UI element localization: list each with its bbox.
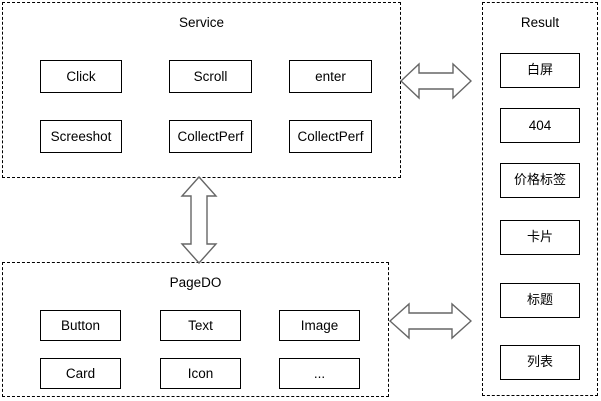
node-result-blank-screen[interactable]: 白屏 bbox=[500, 53, 580, 88]
node-service-scroll[interactable]: Scroll bbox=[169, 60, 252, 93]
node-pagedo-button[interactable]: Button bbox=[40, 310, 121, 341]
node-pagedo-card[interactable]: Card bbox=[40, 358, 121, 389]
arrow-service-result-icon bbox=[400, 60, 472, 102]
node-result-list[interactable]: 列表 bbox=[500, 345, 580, 380]
node-result-title[interactable]: 标题 bbox=[500, 283, 580, 318]
node-service-enter[interactable]: enter bbox=[289, 60, 372, 93]
arrow-service-pagedo-icon bbox=[178, 176, 220, 264]
group-service-title: Service bbox=[178, 15, 224, 30]
node-pagedo-icon[interactable]: Icon bbox=[160, 358, 241, 389]
node-result-card[interactable]: 卡片 bbox=[500, 220, 580, 255]
node-result-price-tag[interactable]: 价格标签 bbox=[500, 163, 580, 198]
node-service-collectperf-1[interactable]: CollectPerf bbox=[169, 120, 252, 153]
node-service-collectperf-2[interactable]: CollectPerf bbox=[289, 120, 372, 153]
node-result-404[interactable]: 404 bbox=[500, 108, 580, 143]
group-result-title: Result bbox=[520, 15, 560, 30]
node-pagedo-image[interactable]: Image bbox=[279, 310, 360, 341]
group-pagedo-title: PageDO bbox=[169, 275, 222, 290]
node-service-click[interactable]: Click bbox=[40, 60, 122, 93]
node-pagedo-ellipsis[interactable]: ... bbox=[279, 358, 360, 389]
node-pagedo-text[interactable]: Text bbox=[160, 310, 241, 341]
arrow-pagedo-result-icon bbox=[389, 300, 472, 342]
node-service-screeshot[interactable]: Screeshot bbox=[40, 120, 122, 153]
